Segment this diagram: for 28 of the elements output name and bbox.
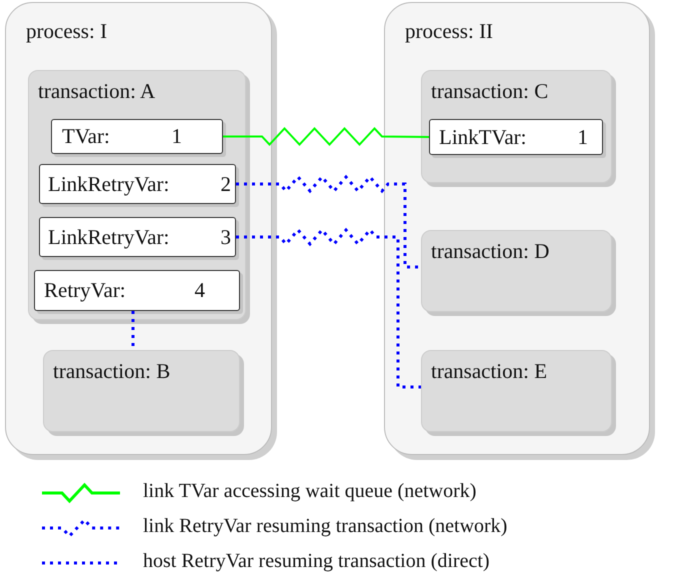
process-label: process: I (26, 19, 108, 44)
variable-box (51, 119, 223, 154)
dotted-connector (236, 228, 421, 388)
variable-label: 1 (172, 124, 182, 149)
variable-box (39, 217, 236, 257)
variable-box (39, 164, 236, 204)
transaction-label: transaction: B (53, 359, 170, 384)
variable-label: TVar: (62, 124, 110, 149)
zigzag-connector (223, 127, 430, 146)
variable-box (429, 119, 603, 155)
variable-label: LinkRetryVar: (48, 224, 170, 250)
legend-text: link TVar accessing wait queue (network) (143, 480, 476, 503)
variable-label: LinkTVar: (439, 124, 526, 150)
variable-label: 3 (220, 224, 231, 250)
variable-label: RetryVar: (44, 278, 126, 303)
variable-label: 4 (194, 278, 205, 303)
variable-label: 2 (220, 172, 231, 196)
transaction-label: transaction: E (431, 359, 548, 384)
transaction-label: transaction: A (38, 79, 156, 104)
legend-text: link RetryVar resuming transaction (network) (143, 515, 508, 538)
legend-text: host RetryVar resuming transaction (direct) (143, 550, 490, 573)
variable-label: LinkRetryVar: (48, 172, 170, 196)
process-label: process: II (405, 19, 494, 44)
transaction-label: transaction: D (431, 239, 550, 264)
variable-box (34, 270, 240, 311)
variable-label: 1 (578, 124, 588, 150)
transaction-label: transaction: C (431, 79, 548, 104)
dotted-connector (236, 174, 421, 268)
